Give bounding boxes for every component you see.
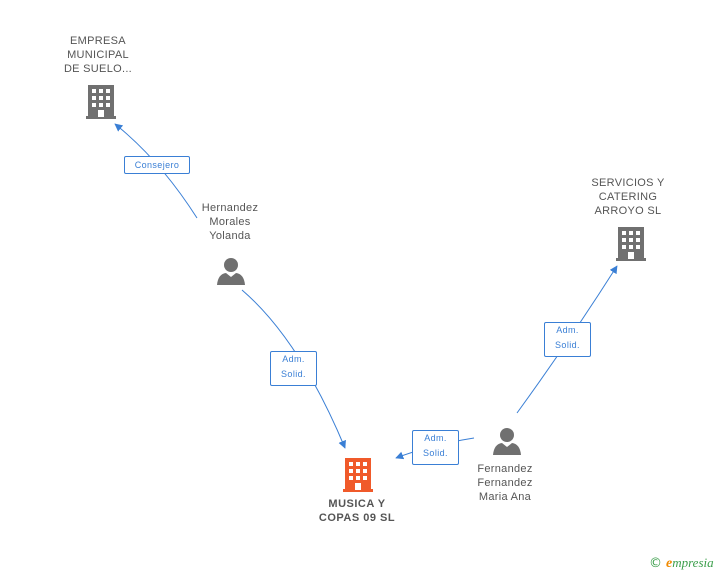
person-icon[interactable] xyxy=(492,426,522,456)
node-label-empresa-municipal[interactable]: EMPRESA MUNICIPAL DE SUELO... xyxy=(63,35,133,75)
edge-label-adm-hernandez[interactable]: Adm. Solid. xyxy=(270,351,317,386)
node-label-hernandez[interactable]: Hernandez Morales Yolanda xyxy=(201,202,259,242)
person-icon[interactable] xyxy=(216,256,246,286)
brand-wordmark: mpresia xyxy=(672,555,714,570)
brand-e-mark: e xyxy=(666,556,673,571)
edge-label-consejero[interactable]: Consejero xyxy=(124,156,190,174)
edge-label-adm-servicios[interactable]: Adm. Solid. xyxy=(544,322,591,357)
copyright-symbol: © xyxy=(649,556,662,571)
empresia-brand[interactable]: © empresia xyxy=(649,555,714,572)
main-company-building-icon[interactable] xyxy=(343,458,373,492)
node-label-servicios[interactable]: SERVICIOS Y CATERING ARROYO SL xyxy=(591,177,665,217)
company-building-icon[interactable] xyxy=(86,85,116,119)
company-building-icon[interactable] xyxy=(616,227,646,261)
node-label-musica[interactable]: MUSICA Y COPAS 09 SL xyxy=(318,498,396,524)
edge-label-adm-fernandez[interactable]: Adm. Solid. xyxy=(412,430,459,465)
node-label-fernandez[interactable]: Fernandez Fernandez Maria Ana xyxy=(477,463,533,503)
